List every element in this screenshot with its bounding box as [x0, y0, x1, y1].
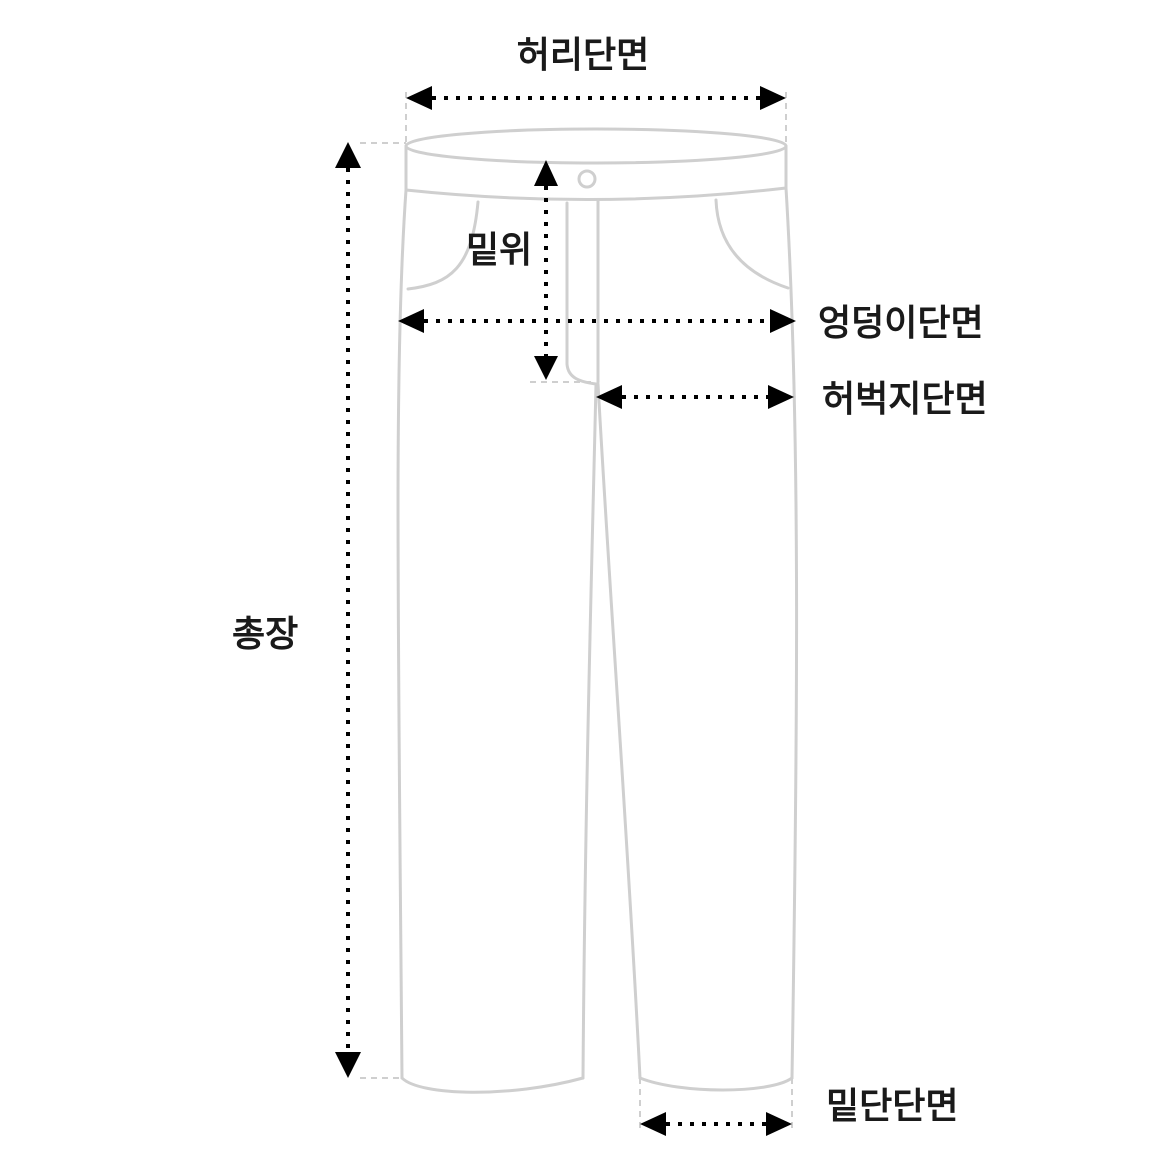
rise-label: 밑위 — [466, 230, 532, 271]
waistband-top — [404, 127, 788, 165]
hem-measure-arrow — [640, 1112, 792, 1136]
arrowhead-right-icon — [768, 385, 794, 409]
left-leg-inner-seam — [581, 382, 598, 1080]
length-measure-arrow — [335, 142, 361, 1078]
arrowhead-down-icon — [335, 1052, 361, 1078]
waist-measure-arrow — [406, 86, 786, 110]
length-label: 총장 — [232, 614, 298, 655]
arrowhead-left-icon — [398, 309, 424, 333]
right-pocket — [714, 198, 790, 290]
rise-measure-arrow — [534, 160, 558, 380]
hip-measure-arrow — [398, 309, 796, 333]
arrowhead-left-icon — [640, 1112, 666, 1136]
arrowhead-down-icon — [534, 356, 558, 380]
left-leg-hem — [400, 1076, 585, 1094]
pants-outline — [396, 127, 799, 1094]
waist-button-icon — [577, 169, 597, 189]
right-leg-inner-seam — [596, 382, 642, 1080]
arrowhead-up-icon — [534, 160, 558, 186]
thigh-measure-arrow — [596, 385, 794, 409]
fly-stitch — [565, 201, 598, 386]
arrowhead-right-icon — [766, 1112, 792, 1136]
arrowhead-right-icon — [770, 309, 796, 333]
arrowhead-up-icon — [335, 142, 361, 168]
waistband-bottom — [404, 186, 788, 201]
right-leg-hem — [638, 1076, 794, 1092]
arrowhead-right-icon — [760, 86, 786, 110]
right-leg-outer-seam — [784, 186, 799, 1080]
guide-lines — [360, 92, 793, 1132]
thigh-label: 허벅지단면 — [822, 379, 988, 420]
arrowhead-left-icon — [596, 385, 622, 409]
waist-label: 허리단면 — [517, 35, 649, 76]
left-leg-outer-seam — [396, 188, 408, 1080]
left-pocket — [406, 200, 480, 291]
hip-label: 엉덩이단면 — [818, 303, 984, 344]
hem-label: 밑단단면 — [826, 1086, 958, 1127]
arrowhead-left-icon — [406, 86, 432, 110]
